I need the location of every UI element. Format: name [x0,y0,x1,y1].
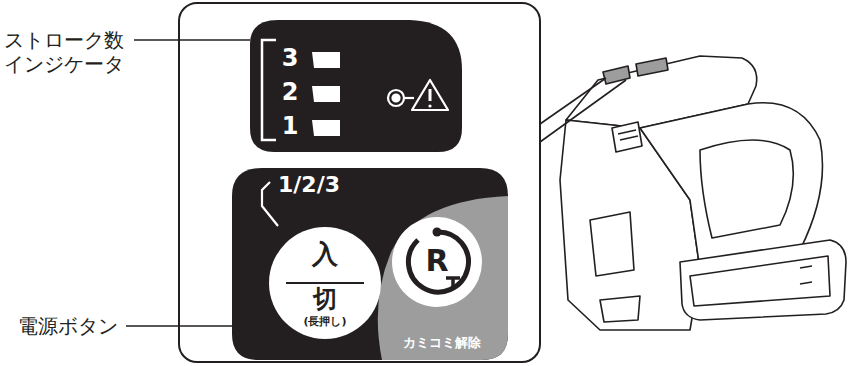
stroke-count-1: 1 [278,112,302,141]
callout-frame [179,3,540,362]
indicator-bracket [262,40,276,140]
indicator-label: ストローク数 インジケータ [4,28,132,76]
power-button [269,227,381,339]
mode-bracket [262,182,278,226]
power-button-label: 電源ボタン [18,314,124,338]
long-press-note: (長押し) [269,315,381,328]
release-area: R カミコミ解除 [375,195,508,362]
indicator-panel [250,20,462,152]
stroke-count-3: 3 [278,44,302,73]
mode-label: 1/2/3 [278,172,368,198]
warning-symbol [388,80,448,110]
stroke-count-2: 2 [278,78,302,107]
power-on-label: 入 [269,239,381,270]
button-panel: 1/2/3 入切(長押し) R カミコミ解除 [232,168,508,362]
indicator-panel: 3 2 1 [250,20,462,152]
power-off-label: 切 [269,285,381,314]
indicator-lamp [312,52,340,68]
release-button [392,217,482,307]
indicator-lamp [312,86,340,102]
power-button: 入切(長押し) [269,227,381,339]
label-leader [134,39,250,40]
release-label: カミコミ解除 [375,335,508,351]
callout-leader [540,80,626,142]
power-divider [286,282,364,284]
indicator-lamp [312,120,340,136]
release-icon-letter: R [415,243,459,279]
release-arrow-icon [408,228,468,292]
button-panel [232,168,508,360]
